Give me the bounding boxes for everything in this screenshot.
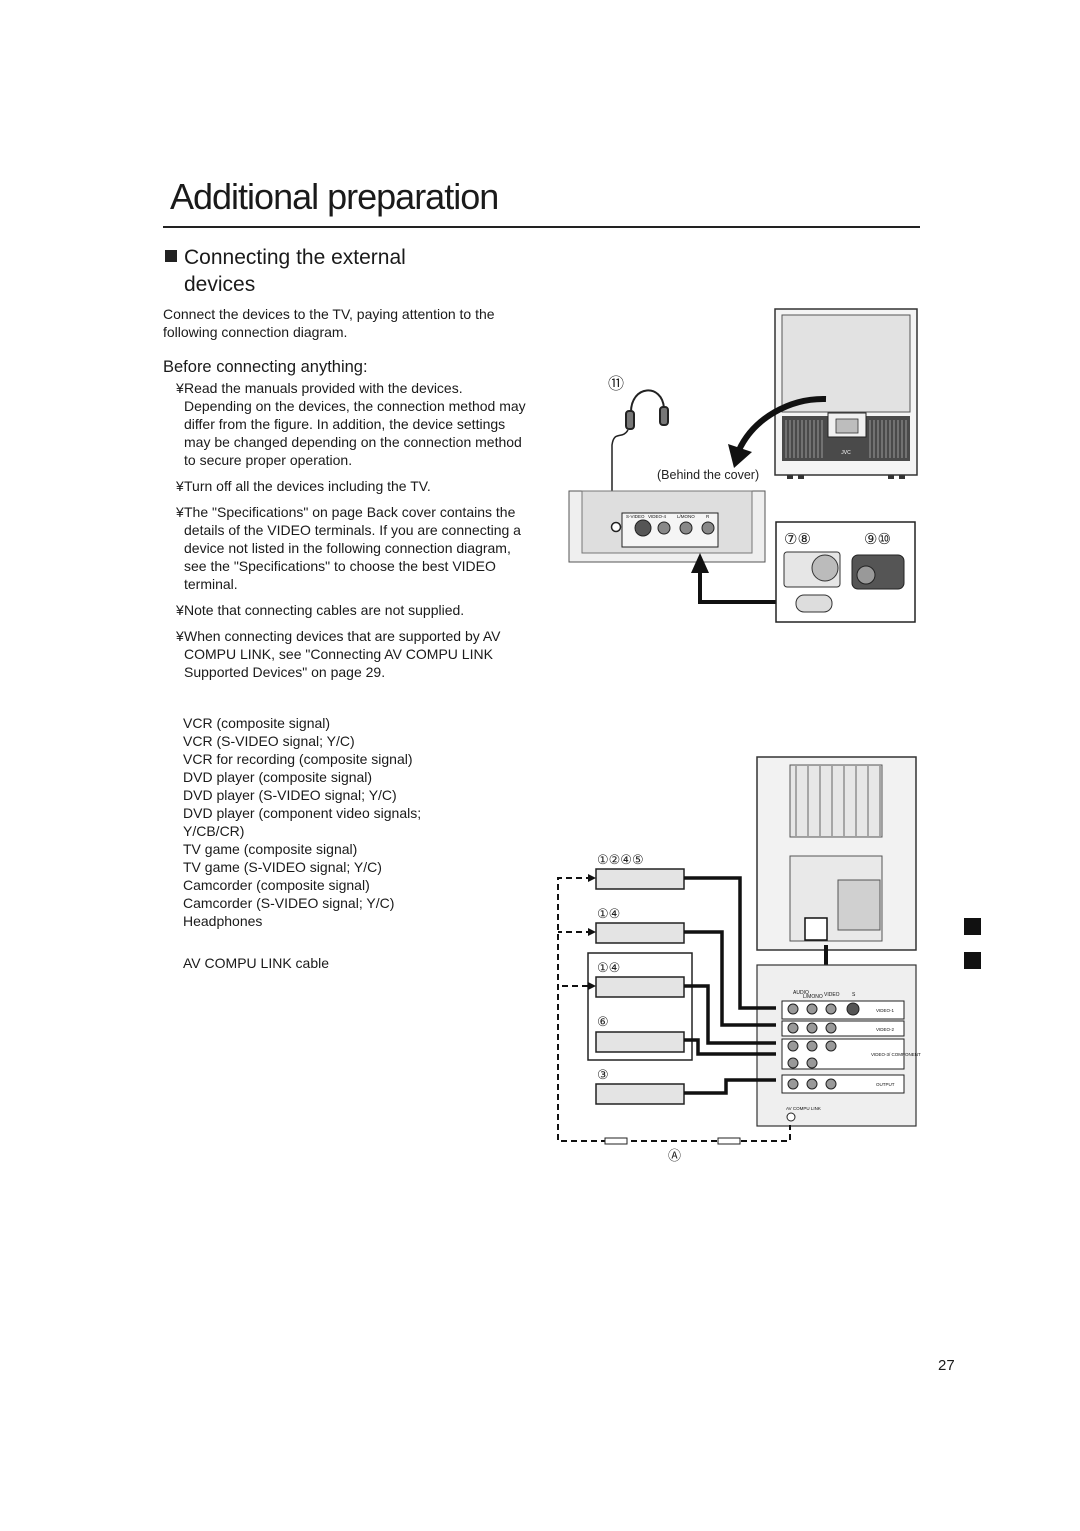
svg-text:VIDEO-4: VIDEO-4 [648, 514, 667, 519]
legend-item: Camcorder (composite signal) [183, 877, 370, 893]
page-number: 27 [938, 1357, 955, 1374]
legend-item: TV game (S-VIDEO signal; Y/C) [183, 859, 382, 875]
svg-text:S-VIDEO: S-VIDEO [626, 514, 645, 519]
bullet-text: When connecting devices that are support… [184, 628, 501, 680]
tab-marker [964, 952, 981, 969]
legend-item: DVD player (component video signals; [183, 805, 422, 821]
legend-item: DVD player (composite signal) [183, 769, 373, 785]
svg-text:VIDEO: VIDEO [824, 992, 840, 998]
legend-item: Y/CB/CR) [183, 823, 245, 839]
bullet-item: ¥ Read the manuals provided with the dev… [176, 379, 526, 469]
bullet-mark: ¥ [176, 478, 184, 494]
bullet-text: Turn off all the devices including the T… [184, 478, 431, 494]
front-terminal-panel: S-VIDEO VIDEO-4 L/MONO R [568, 490, 766, 563]
bullet-text: Read the manuals provided with the devic… [184, 380, 526, 468]
svg-text:OUTPUT: OUTPUT [876, 1082, 895, 1087]
headphones-icon [611, 389, 669, 523]
legend-item: VCR for recording (composite signal) [183, 751, 413, 767]
tv-front-illustration: JVC [774, 308, 918, 479]
game-camcorder-box: ⑦⑧ ⑨⑩ [775, 521, 916, 623]
svg-text:VIDEO-1: VIDEO-1 [876, 1008, 895, 1013]
svg-text:L/MONO: L/MONO [803, 994, 823, 1000]
svg-text:⑨⑩: ⑨⑩ [864, 531, 891, 548]
svg-text:①②④⑤: ①②④⑤ [597, 852, 644, 867]
bullet-mark: ¥ [176, 602, 184, 618]
bullet-mark: ¥ [176, 504, 184, 520]
svg-text:VIDEO-2: VIDEO-2 [876, 1027, 895, 1032]
tv-rear-illustration [756, 756, 917, 951]
svg-text:③: ③ [597, 1067, 609, 1082]
tab-marker [964, 918, 981, 935]
svg-text:①④: ①④ [597, 906, 620, 921]
svg-text:L/MONO: L/MONO [677, 514, 695, 519]
svg-text:JVC: JVC [841, 450, 851, 456]
arrow-icon [728, 444, 752, 468]
bullet-item: ¥ Turn off all the devices including the… [176, 477, 526, 495]
cable-label: AV COMPU LINK cable [183, 955, 330, 971]
bullet-text: The "Specifications" on page Back cover … [184, 504, 521, 592]
svg-text:AV COMPU LINK: AV COMPU LINK [786, 1106, 821, 1111]
title-rule [163, 226, 920, 228]
page-title: Additional preparation [170, 176, 499, 217]
svg-text:(Behind the cover): (Behind the cover) [657, 468, 759, 482]
bullet-mark: ¥ [176, 628, 184, 644]
rear-connection-diagram: AUDIO L/MONO VIDEO S VIDEO-1 VIDEO-2 VID… [557, 756, 921, 1163]
svg-text:VIDEO-3/ COMPONENT: VIDEO-3/ COMPONENT [871, 1052, 921, 1057]
svg-text:AUDIO: AUDIO [793, 990, 809, 996]
intro-paragraph: Connect the devices to the TV, paying at… [163, 306, 495, 340]
legend-item: TV game (composite signal) [183, 841, 358, 857]
svg-text:R: R [706, 514, 710, 519]
legend-item: Headphones [183, 913, 263, 929]
arrow-icon [691, 553, 709, 573]
external-devices [587, 868, 693, 1105]
device-legend: VCR (composite signal) VCR (S-VIDEO sign… [183, 714, 421, 930]
svg-text:⑥: ⑥ [597, 1014, 609, 1029]
bullet-text: Note that connecting cables are not supp… [184, 602, 465, 618]
svg-text:⑦⑧: ⑦⑧ [784, 531, 811, 548]
bullet-item: ¥ The "Specifications" on page Back cove… [176, 503, 526, 593]
legend-item: VCR (S-VIDEO signal; Y/C) [183, 733, 355, 749]
svg-text:⑪: ⑪ [608, 375, 624, 393]
bullet-item: ¥ Note that connecting cables are not su… [176, 601, 526, 619]
section-heading: Connecting the external devices [184, 246, 406, 296]
section-square-icon [165, 250, 177, 262]
legend-item: Camcorder (S-VIDEO signal; Y/C) [183, 895, 395, 911]
svg-text:①④: ①④ [597, 960, 620, 975]
svg-text:Ⓐ: Ⓐ [668, 1148, 681, 1163]
legend-item: VCR (composite signal) [183, 715, 331, 731]
bullet-mark: ¥ [176, 380, 184, 396]
svg-text:S: S [852, 992, 856, 998]
front-connection-diagram: JVC ⑪ (Behind the cover) S-VIDEO VIDEO-4… [568, 308, 918, 623]
bullet-item: ¥ When connecting devices that are suppo… [176, 627, 526, 681]
legend-item: DVD player (S-VIDEO signal; Y/C) [183, 787, 397, 803]
sub-heading: Before connecting anything: [163, 358, 368, 376]
rear-terminal-panel: AUDIO L/MONO VIDEO S VIDEO-1 VIDEO-2 VID… [756, 964, 921, 1127]
